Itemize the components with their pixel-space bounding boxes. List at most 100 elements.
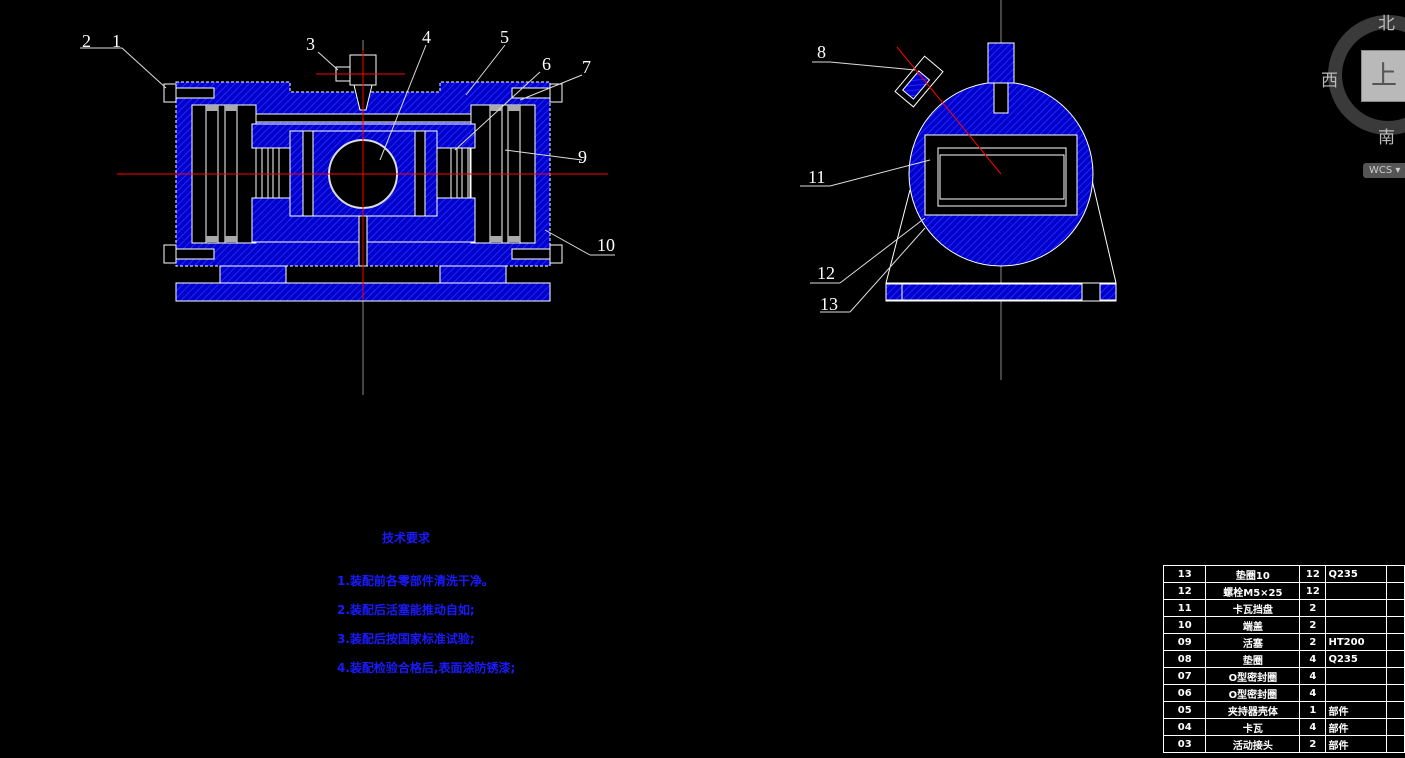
bom-item-name: 垫圈 <box>1205 650 1301 668</box>
part-label: 8 <box>817 42 826 62</box>
bom-item-note <box>1386 650 1405 668</box>
part-label: 4 <box>422 27 431 47</box>
bom-item-material <box>1325 599 1388 617</box>
bom-item-material <box>1325 616 1388 634</box>
bom-item-note <box>1386 735 1405 753</box>
bom-item-material: 部件 <box>1325 735 1388 753</box>
viewcube-top-face[interactable]: 上 <box>1361 50 1405 102</box>
wcs-dropdown[interactable]: WCS ▾ <box>1363 163 1405 178</box>
bom-item-qty: 4 <box>1299 684 1327 702</box>
bom-item-note <box>1386 684 1405 702</box>
bom-item-name: 活动接头 <box>1205 735 1301 753</box>
bom-item-name: 卡瓦 <box>1205 718 1301 736</box>
bom-item-qty: 2 <box>1299 616 1327 634</box>
leader-lines <box>80 44 615 256</box>
bom-item-material: 部件 <box>1325 701 1388 719</box>
bom-item-qty: 2 <box>1299 599 1327 617</box>
bom-item-no: 09 <box>1162 633 1207 651</box>
bom-item-note <box>1386 565 1405 583</box>
bom-item-name: 活塞 <box>1205 633 1301 651</box>
bom-item-qty: 12 <box>1299 582 1327 600</box>
side-leader-lines <box>800 61 931 313</box>
wcs-label: WCS <box>1369 165 1393 176</box>
bom-item-material: Q235 <box>1325 650 1388 668</box>
part-label: 10 <box>597 235 615 255</box>
part-label: 2 <box>82 31 91 51</box>
bom-item-note <box>1386 701 1405 719</box>
compass-north[interactable]: 北 <box>1378 14 1395 34</box>
bom-item-name: 卡瓦挡盘 <box>1205 599 1301 617</box>
bom-item-note <box>1386 718 1405 736</box>
part-label: 11 <box>808 167 826 187</box>
tech-req-item: 4.装配检验合格后,表面涂防锈漆; <box>337 661 516 675</box>
foot-right <box>439 265 507 284</box>
bom-item-note <box>1386 616 1405 634</box>
bom-item-qty: 4 <box>1299 667 1327 685</box>
bom-item-name: 垫圈10 <box>1205 565 1301 583</box>
part-label: 5 <box>500 27 509 47</box>
bom-item-no: 12 <box>1162 582 1207 600</box>
bom-item-material <box>1325 667 1388 685</box>
bom-item-material <box>1325 582 1388 600</box>
foot-left <box>219 265 287 284</box>
part-label: 12 <box>817 263 835 283</box>
bom-item-name: 螺栓M5×25 <box>1205 582 1301 600</box>
part-label: 9 <box>578 147 587 167</box>
bom-item-material <box>1325 684 1388 702</box>
side-view <box>800 0 1117 380</box>
bom-item-no: 08 <box>1162 650 1207 668</box>
compass-west[interactable]: 西 <box>1321 71 1338 91</box>
bom-item-note <box>1386 599 1405 617</box>
bom-item-no: 03 <box>1162 735 1207 753</box>
part-label: 13 <box>820 294 838 314</box>
bom-item-qty: 2 <box>1299 735 1327 753</box>
bom-item-material: HT200 <box>1325 633 1388 651</box>
bom-item-no: 04 <box>1162 718 1207 736</box>
bom-item-name: O型密封圈 <box>1205 684 1301 702</box>
bom-item-no: 13 <box>1162 565 1207 583</box>
bom-item-qty: 1 <box>1299 701 1327 719</box>
part-label: 6 <box>542 54 551 74</box>
bom-item-qty: 2 <box>1299 633 1327 651</box>
part-label: 3 <box>306 34 315 54</box>
bom-item-name: 夹持器壳体 <box>1205 701 1301 719</box>
tech-req-item: 3.装配后按国家标准试验; <box>337 632 475 646</box>
tech-req-title: 技术要求 <box>382 531 431 545</box>
compass-south[interactable]: 南 <box>1378 128 1395 148</box>
bom-item-name: 端盖 <box>1205 616 1301 634</box>
bom-item-no: 07 <box>1162 667 1207 685</box>
tech-req-item: 2.装配后活塞能推动自如; <box>337 603 475 617</box>
bom-item-no: 06 <box>1162 684 1207 702</box>
part-label: 7 <box>582 57 591 77</box>
bom-item-qty: 4 <box>1299 650 1327 668</box>
tech-req-item: 1.装配前各零部件清洗干净。 <box>337 574 494 588</box>
bolts <box>163 83 563 264</box>
section-view-front <box>80 40 615 395</box>
bom-item-no: 11 <box>1162 599 1207 617</box>
bom-item-qty: 12 <box>1299 565 1327 583</box>
bom-item-note <box>1386 633 1405 651</box>
bom-item-material: Q235 <box>1325 565 1388 583</box>
bom-item-note <box>1386 667 1405 685</box>
bom-item-qty: 4 <box>1299 718 1327 736</box>
bom-item-note <box>1386 582 1405 600</box>
bom-item-name: O型密封圈 <box>1205 667 1301 685</box>
part-label: 1 <box>112 31 121 51</box>
bom-item-material: 部件 <box>1325 718 1388 736</box>
bom-item-no: 05 <box>1162 701 1207 719</box>
angled-fitting-8 <box>894 55 944 108</box>
side-fitting <box>987 42 1015 84</box>
